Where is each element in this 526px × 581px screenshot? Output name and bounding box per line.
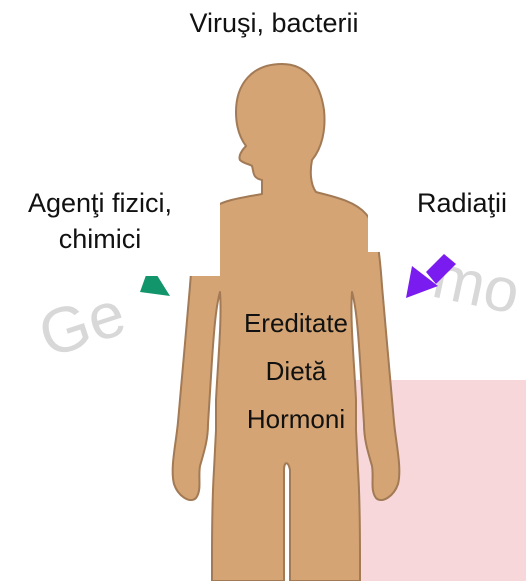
- factor-diet: Dietă: [266, 356, 327, 386]
- watermark-right: mo: [427, 242, 526, 327]
- label-viruses: Viruşi, bacterii: [189, 8, 358, 38]
- label-physical-agents-line2: chimici: [59, 224, 142, 254]
- label-radiation: Radiaţii: [417, 188, 507, 218]
- factor-heredity: Ereditate: [244, 308, 348, 338]
- factor-hormones: Hormoni: [247, 404, 345, 434]
- watermark-left: Ge: [30, 276, 133, 371]
- label-physical-agents-line1: Agenţi fizici,: [28, 188, 172, 218]
